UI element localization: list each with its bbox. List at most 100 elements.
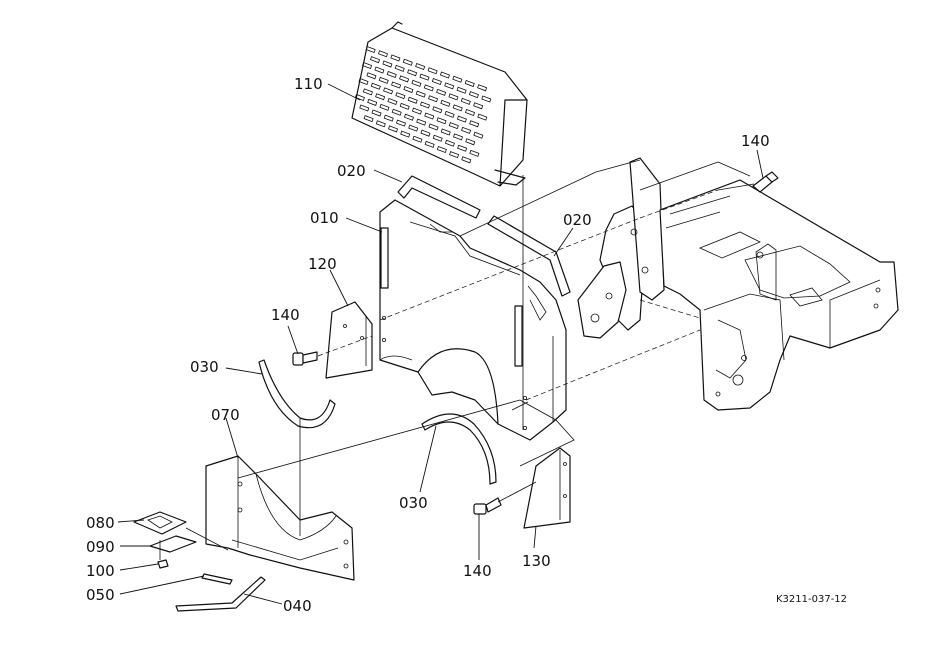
callout-110: 110 xyxy=(294,75,323,93)
grille-hole xyxy=(449,151,460,159)
grille-hole xyxy=(473,102,484,110)
callout-010: 010 xyxy=(310,209,339,227)
callout-140-left: 140 xyxy=(271,306,300,324)
part-040-bent-rod xyxy=(175,576,266,612)
part-030-arc-strip-left xyxy=(258,359,336,429)
grille-hole xyxy=(452,133,463,141)
part-110-grille-cover xyxy=(351,21,528,187)
callout-080: 080 xyxy=(86,514,115,532)
grille-hole xyxy=(461,126,472,134)
callout-140-upper-right: 140 xyxy=(741,132,770,150)
grille-hole xyxy=(460,97,471,105)
grille-hole xyxy=(439,71,450,79)
grille-hole xyxy=(444,82,455,90)
part-050-strip xyxy=(201,573,233,585)
grille-hole xyxy=(358,77,369,86)
callout-120: 120 xyxy=(308,255,337,273)
grille-hole xyxy=(370,56,381,64)
grille-hole xyxy=(419,73,430,81)
part-030-arc-strip-center xyxy=(421,413,497,485)
grille-hole xyxy=(411,79,422,87)
grille-hole xyxy=(432,106,443,114)
grille-hole xyxy=(440,99,451,107)
grille-hole xyxy=(371,109,382,117)
grille-hole xyxy=(481,95,492,103)
grille-hole xyxy=(456,86,467,94)
grille-hole xyxy=(383,114,394,122)
grille-hole xyxy=(444,110,455,118)
grille-hole xyxy=(377,50,389,58)
grille-hole xyxy=(402,58,413,66)
grille-hole xyxy=(416,118,427,126)
grille-hole xyxy=(370,82,381,90)
grille-hole xyxy=(383,87,394,95)
grille-hole xyxy=(457,144,468,152)
callout-100: 100 xyxy=(86,562,115,580)
grille-hole xyxy=(362,88,373,96)
part-020-edge-strip-upper xyxy=(397,175,481,219)
grille-hole xyxy=(456,115,467,123)
grille-hole xyxy=(465,108,476,117)
grille-hole xyxy=(432,134,443,142)
part-140-bolt-left xyxy=(292,351,318,366)
grille-hole xyxy=(363,115,374,123)
grille-hole xyxy=(395,92,406,100)
grille-hole xyxy=(359,104,370,112)
grille-hole xyxy=(395,119,406,127)
assembly-alignment-lines xyxy=(159,159,755,560)
grille-hole xyxy=(365,45,376,54)
part-080-plate xyxy=(133,511,187,535)
grille-hole xyxy=(362,61,373,70)
grille-hole xyxy=(424,140,435,148)
grille-hole xyxy=(477,84,488,92)
grille-hole xyxy=(469,120,480,128)
grille-hole xyxy=(452,75,463,83)
part-070-lower-shield xyxy=(205,455,355,581)
grille-hole xyxy=(428,123,439,131)
grille-hole xyxy=(403,86,414,94)
grille-hole xyxy=(448,122,459,130)
callout-050: 050 xyxy=(86,586,115,604)
grille-hole xyxy=(427,67,438,75)
grille-hole xyxy=(367,98,378,106)
grille-hole xyxy=(394,64,405,72)
part-120-side-plate xyxy=(325,301,373,379)
grille-hole xyxy=(378,76,389,84)
grille-hole xyxy=(391,81,402,89)
grille-hole xyxy=(412,135,423,143)
part-010-fender-panel xyxy=(379,199,567,441)
grille-hole xyxy=(436,117,447,125)
part-090-washer xyxy=(149,535,197,553)
grille-hole xyxy=(375,120,386,128)
grille-hole xyxy=(415,63,426,71)
grille-hole xyxy=(428,95,439,103)
grille-hole xyxy=(440,128,451,136)
grille-hole xyxy=(407,96,418,104)
grille-hole xyxy=(354,93,365,102)
grille-perforation-pattern xyxy=(354,45,492,164)
callout-040: 040 xyxy=(283,597,312,615)
callout-030-center: 030 xyxy=(399,494,428,512)
grille-hole xyxy=(403,113,414,121)
callout-130: 130 xyxy=(522,552,551,570)
grille-hole xyxy=(386,70,397,78)
grille-hole xyxy=(473,131,484,139)
grille-hole xyxy=(448,93,459,101)
grille-hole xyxy=(366,72,377,80)
grille-hole xyxy=(382,60,393,68)
grille-hole xyxy=(468,91,479,99)
grille-hole xyxy=(431,77,442,86)
callout-140-bottom: 140 xyxy=(463,562,492,580)
grille-hole xyxy=(388,125,399,133)
grille-hole xyxy=(379,103,390,111)
callout-090: 090 xyxy=(86,538,115,556)
grille-hole xyxy=(400,130,411,138)
grille-hole xyxy=(436,145,447,154)
grille-hole xyxy=(415,90,426,98)
grille-hole xyxy=(407,69,418,77)
grille-hole xyxy=(477,113,488,121)
grille-hole xyxy=(424,112,435,120)
drawing-code: K3211-037-12 xyxy=(776,594,847,605)
